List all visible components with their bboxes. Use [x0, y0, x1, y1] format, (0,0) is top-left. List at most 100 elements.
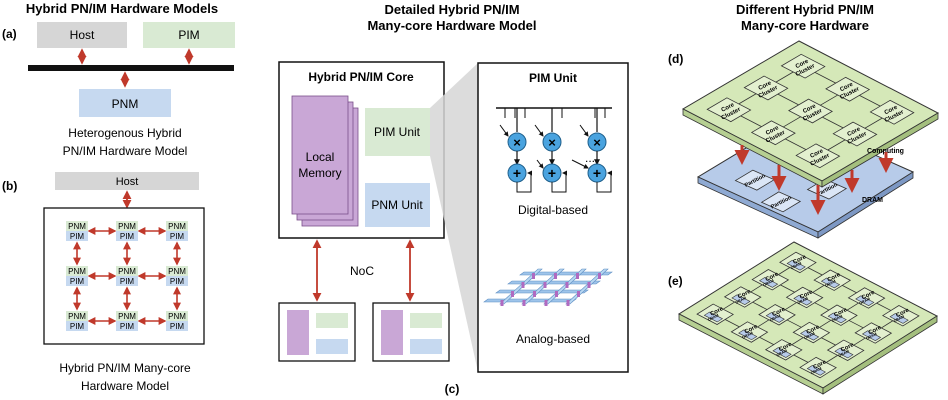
core-tile: [792, 321, 831, 344]
core-label: Core: [792, 254, 807, 266]
core-dram-label: DRAM: [763, 279, 775, 288]
memristor-cell: [522, 300, 526, 306]
core-dram-label: DRAM: [866, 332, 878, 341]
accumulate-loop: [596, 170, 612, 193]
weight-input: [579, 124, 589, 137]
core-link: [778, 283, 797, 294]
add-symbol: +: [513, 165, 521, 181]
core-tile: [730, 321, 769, 343]
pnm-unit-label: PNM Unit: [371, 198, 423, 212]
mesh-node-pim: [116, 231, 138, 241]
core-label: Core: [895, 307, 910, 319]
core-tile: [723, 286, 762, 308]
core-link: [792, 353, 810, 364]
core-link: [785, 318, 803, 329]
host-box-b: [55, 172, 199, 190]
core-link: [790, 336, 805, 346]
mesh-node-pnm-label: PNM: [68, 222, 86, 231]
dram-plate-side-right: [817, 171, 914, 239]
multiply-symbol: ×: [548, 135, 556, 150]
core-label: Core: [744, 324, 759, 336]
dram-label: DRAM: [862, 197, 883, 204]
mesh-node-pnm-label: PNM: [68, 267, 86, 276]
digital-pim-circuit: ×+×+×+: [496, 107, 612, 193]
mesh-node-pim-label: PIM: [120, 277, 135, 286]
memristor-cell: [511, 291, 514, 297]
right-title-2: Many-core Hardware: [741, 18, 869, 33]
core-tile: [820, 304, 858, 326]
core-title: Hybrid PN/IM Core: [308, 70, 414, 84]
mesh-node-pim-label: PIM: [70, 277, 85, 286]
analog-label: Analog-based: [516, 332, 590, 346]
mesh-node-pnm-label: PNM: [168, 312, 186, 321]
core-dram-block: [703, 311, 724, 323]
vertical-links: [734, 145, 894, 215]
core-dram-label: DRAM: [831, 314, 843, 323]
panel-b-caption-2: Hardware Model: [81, 379, 169, 393]
core-dram-block: [806, 364, 826, 376]
mesh-node-pnm: [166, 311, 188, 321]
small-core-left-pnm: [316, 339, 348, 354]
core-dram-label: DRAM: [797, 296, 809, 305]
cores-with-dram: CoreDRAMCoreDRAMCoreDRAMCoreDRAMCoreDRAM…: [696, 251, 920, 379]
cluster-link: [782, 116, 802, 128]
core-dram-label: DRAM: [707, 313, 719, 322]
ellipsis-label: ...: [585, 151, 595, 165]
host-label-b: Host: [116, 176, 139, 188]
mesh-node-pnm-label: PNM: [68, 312, 86, 321]
core-cluster-label-1: Core: [795, 58, 810, 70]
mesh-node-pnm-label: PNM: [168, 267, 186, 276]
mesh-node-pim-label: PIM: [70, 232, 85, 241]
core-link: [824, 354, 839, 364]
digital-label: Digital-based: [518, 203, 588, 217]
pim-detail-title: PIM Unit: [529, 71, 577, 85]
core-dram-block: [758, 277, 779, 288]
host-box: [37, 22, 127, 48]
core-link: [777, 266, 792, 276]
mesh-node-pnm: [166, 221, 188, 231]
core-label: Core: [771, 306, 786, 318]
core-dram-block: [820, 277, 841, 289]
zoom-projection: [430, 63, 478, 372]
core-tile: [751, 269, 790, 291]
core-cluster-label-1: Core: [802, 103, 817, 115]
mesh-node-pim: [116, 276, 138, 286]
core-dram-label: DRAM: [893, 315, 905, 324]
partial-sum-link: [536, 159, 544, 169]
mesh-node-pim: [116, 321, 138, 331]
small-core-left-pim: [316, 313, 348, 328]
add-symbol: +: [593, 165, 601, 181]
core-dram-block: [793, 294, 813, 306]
core-tile: [847, 287, 886, 309]
core-label: Core: [861, 290, 876, 302]
core-tile: [813, 269, 852, 291]
mesh-node-pim-label: PIM: [170, 232, 185, 241]
core-label: Core: [799, 289, 814, 301]
memristor-cell: [577, 291, 580, 297]
mesh-node-pim-label: PIM: [170, 277, 185, 286]
core-tile: [799, 356, 837, 379]
core-label: Core: [737, 289, 752, 301]
core-clusters: CoreClusterCoreClusterCoreClusterCoreClu…: [706, 53, 915, 169]
small-core-left-memory: [287, 310, 309, 355]
right-title-1: Different Hybrid PN/IM: [736, 2, 874, 17]
mesh-node-pnm: [116, 311, 138, 321]
core-label: Core: [710, 306, 725, 318]
mesh-node-pim: [166, 321, 188, 331]
multiply-symbol: ×: [593, 135, 601, 150]
core-cluster-label-1: Core: [758, 80, 773, 92]
panel-b-caption-1: Hybrid PN/IM Many-core: [59, 361, 191, 375]
core-cluster-label-1: Core: [721, 102, 736, 114]
core-cluster-label-1: Core: [847, 126, 862, 138]
host-label: Host: [70, 28, 95, 42]
memristor-cell: [576, 273, 579, 279]
add-symbol: +: [548, 165, 556, 181]
core-link: [819, 336, 838, 347]
core-link: [723, 318, 742, 328]
memristor-cell: [587, 282, 591, 288]
core-label: Core: [806, 324, 821, 336]
mesh-node-pim: [66, 231, 88, 241]
core-cluster: [787, 98, 834, 124]
memristor-cell: [554, 273, 557, 279]
dram-partition: [760, 191, 802, 213]
